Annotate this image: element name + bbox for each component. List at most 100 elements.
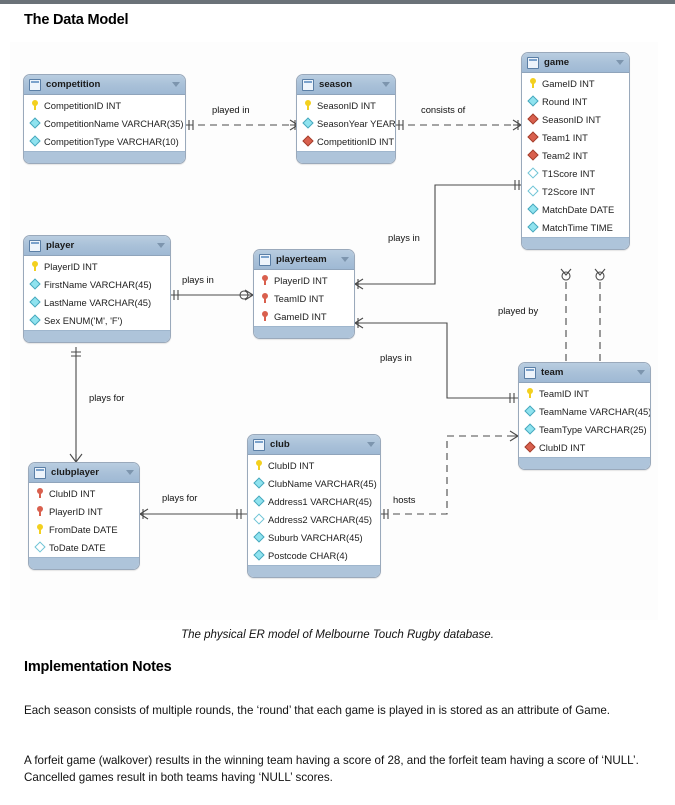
er-column-label: Suburb VARCHAR(45) [268, 531, 363, 543]
er-column[interactable]: ClubID INT [519, 438, 650, 456]
er-column[interactable]: ClubID INT [29, 484, 139, 502]
er-table-name: team [541, 367, 564, 378]
er-column[interactable]: CompetitionID INT [24, 96, 185, 114]
er-column[interactable]: PlayerID INT [254, 271, 354, 289]
primary-key-icon [524, 388, 535, 398]
er-column[interactable]: FromDate DATE [29, 520, 139, 538]
er-column[interactable]: CompetitionID INT [297, 132, 395, 150]
chevron-down-icon[interactable] [382, 82, 390, 87]
er-table-header-team[interactable]: team [519, 363, 650, 383]
er-column-label: PlayerID INT [49, 505, 103, 517]
er-table-name: player [46, 240, 75, 251]
er-table-competition[interactable]: competition CompetitionID INT Competitio… [23, 74, 186, 164]
foreign-primary-key-icon [259, 293, 270, 303]
er-table-team[interactable]: team TeamID INT TeamName VARCHAR(45) Tea… [518, 362, 651, 470]
er-table-game[interactable]: game GameID INT Round INT SeasonID INT [521, 52, 630, 250]
er-column[interactable]: Sex ENUM('M', 'F') [24, 311, 170, 329]
er-column-label: GameID INT [542, 77, 595, 89]
er-table-footer [24, 330, 170, 342]
er-table-header-playerteam[interactable]: playerteam [254, 250, 354, 270]
er-table-header-clubplayer[interactable]: clubplayer [29, 463, 139, 483]
er-column[interactable]: SeasonYear YEAR [297, 114, 395, 132]
foreign-primary-key-icon [259, 311, 270, 321]
er-column[interactable]: TeamType VARCHAR(25) [519, 420, 650, 438]
er-table-clubplayer[interactable]: clubplayer ClubID INT PlayerID INT FromD… [28, 462, 140, 570]
er-column[interactable]: GameID INT [522, 74, 629, 92]
er-table-playerteam[interactable]: playerteam PlayerID INT TeamID INT GameI… [253, 249, 355, 339]
er-column[interactable]: MatchTime TIME [522, 218, 629, 236]
er-column[interactable]: T2Score INT [522, 182, 629, 200]
er-column[interactable]: FirstName VARCHAR(45) [24, 275, 170, 293]
primary-key-icon [34, 524, 45, 534]
chevron-down-icon[interactable] [172, 82, 180, 87]
er-table-footer [254, 326, 354, 338]
attribute-diamond-icon [28, 278, 41, 290]
er-column[interactable]: Address2 VARCHAR(45) [248, 510, 380, 528]
er-column[interactable]: T1Score INT [522, 164, 629, 182]
er-table-columns: ClubID INT ClubName VARCHAR(45) Address1… [248, 455, 380, 565]
er-table-header-competition[interactable]: competition [24, 75, 185, 95]
chevron-down-icon[interactable] [126, 470, 134, 475]
er-column-label: Address1 VARCHAR(45) [268, 495, 373, 507]
chevron-down-icon[interactable] [367, 442, 375, 447]
er-table-header-season[interactable]: season [297, 75, 395, 95]
er-table-name: competition [46, 79, 101, 90]
er-column[interactable]: Round INT [522, 92, 629, 110]
er-table-header-player[interactable]: player [24, 236, 170, 256]
er-column[interactable]: ClubName VARCHAR(45) [248, 474, 380, 492]
er-column[interactable]: Team1 INT [522, 128, 629, 146]
er-table-player[interactable]: player PlayerID INT FirstName VARCHAR(45… [23, 235, 171, 343]
er-column[interactable]: LastName VARCHAR(45) [24, 293, 170, 311]
attribute-diamond-icon [252, 495, 265, 507]
table-icon [524, 366, 536, 379]
implementation-paragraph-2: A forfeit game (walkover) results in the… [24, 753, 639, 785]
foreign-primary-key-icon [34, 506, 45, 516]
er-column[interactable]: MatchDate DATE [522, 200, 629, 218]
er-column-label: T1Score INT [542, 167, 596, 179]
chevron-down-icon[interactable] [341, 257, 349, 262]
rel-label-plays-for-clubplayer: plays for [89, 392, 125, 403]
er-column[interactable]: PlayerID INT [29, 502, 139, 520]
rel-label-plays-for-club: plays for [162, 492, 198, 503]
er-table-season[interactable]: season SeasonID INT SeasonYear YEAR Comp… [296, 74, 396, 164]
chevron-down-icon[interactable] [637, 370, 645, 375]
er-table-columns: ClubID INT PlayerID INT FromDate DATE To… [29, 483, 139, 557]
er-table-club[interactable]: club ClubID INT ClubName VARCHAR(45) Add… [247, 434, 381, 578]
er-column-label: SeasonID INT [317, 99, 376, 111]
nullable-diamond-icon [33, 541, 46, 553]
chevron-down-icon[interactable] [616, 60, 624, 65]
er-column[interactable]: Suburb VARCHAR(45) [248, 528, 380, 546]
er-column[interactable]: TeamName VARCHAR(45) [519, 402, 650, 420]
primary-key-icon [527, 78, 538, 88]
table-icon [29, 239, 41, 252]
er-table-footer [29, 557, 139, 569]
er-column-label: Address2 VARCHAR(45) [268, 513, 373, 525]
er-column-label: Round INT [542, 95, 588, 107]
er-column-label: T2Score INT [542, 185, 596, 197]
er-table-columns: CompetitionID INT CompetitionName VARCHA… [24, 95, 185, 151]
chevron-down-icon[interactable] [157, 243, 165, 248]
er-table-name: clubplayer [51, 467, 99, 478]
er-column-label: Team2 INT [542, 149, 588, 161]
er-table-name: game [544, 57, 570, 68]
er-column[interactable]: CompetitionType VARCHAR(10) [24, 132, 185, 150]
er-table-header-club[interactable]: club [248, 435, 380, 455]
er-column[interactable]: SeasonID INT [297, 96, 395, 114]
er-column[interactable]: TeamID INT [254, 289, 354, 307]
er-table-header-game[interactable]: game [522, 53, 629, 73]
er-column[interactable]: Address1 VARCHAR(45) [248, 492, 380, 510]
er-column[interactable]: Postcode CHAR(4) [248, 546, 380, 564]
er-column[interactable]: ToDate DATE [29, 538, 139, 556]
er-column[interactable]: CompetitionName VARCHAR(35) [24, 114, 185, 132]
primary-key-icon [302, 100, 313, 110]
er-column[interactable]: Team2 INT [522, 146, 629, 164]
attribute-diamond-icon [28, 296, 41, 308]
attribute-diamond-icon [28, 314, 41, 326]
er-column[interactable]: SeasonID INT [522, 110, 629, 128]
er-column[interactable]: TeamID INT [519, 384, 650, 402]
er-column-label: PlayerID INT [44, 260, 98, 272]
er-column[interactable]: GameID INT [254, 307, 354, 325]
attribute-diamond-icon [252, 477, 265, 489]
er-column[interactable]: ClubID INT [248, 456, 380, 474]
er-column[interactable]: PlayerID INT [24, 257, 170, 275]
